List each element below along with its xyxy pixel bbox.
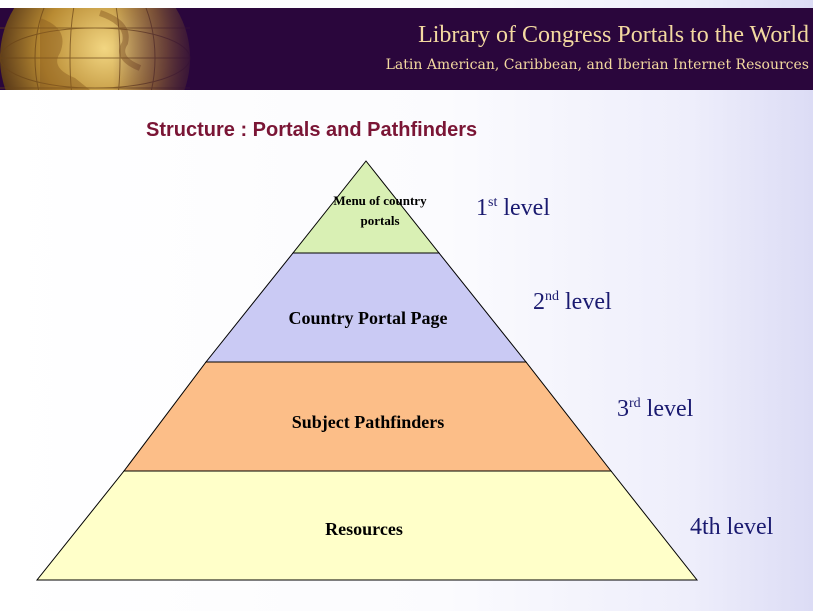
level-4-label: 4th level bbox=[690, 514, 774, 540]
pyramid-tier-4-shape bbox=[35, 470, 699, 581]
pyramid-tier-2-label: Country Portal Page bbox=[288, 308, 448, 328]
level-2-label: 2nd level bbox=[533, 289, 612, 315]
banner-subtitle: Latin American, Caribbean, and Iberian I… bbox=[385, 57, 809, 73]
slide-title: Structure : Portals and Pathfinders bbox=[146, 119, 478, 141]
banner-title: Library of Congress Portals to the World bbox=[418, 22, 809, 48]
level-1-label: 1st level bbox=[476, 195, 550, 221]
pyramid-tier-1-label: Menu of country portals bbox=[333, 193, 427, 228]
level-3-label: 3rd level bbox=[617, 396, 694, 422]
pyramid-tier-3-label: Subject Pathfinders bbox=[291, 412, 445, 432]
header-banner: Library of Congress Portals to the World… bbox=[0, 8, 813, 90]
globe-icon bbox=[0, 8, 205, 90]
pyramid-tier-4-label: Resources bbox=[325, 519, 403, 539]
